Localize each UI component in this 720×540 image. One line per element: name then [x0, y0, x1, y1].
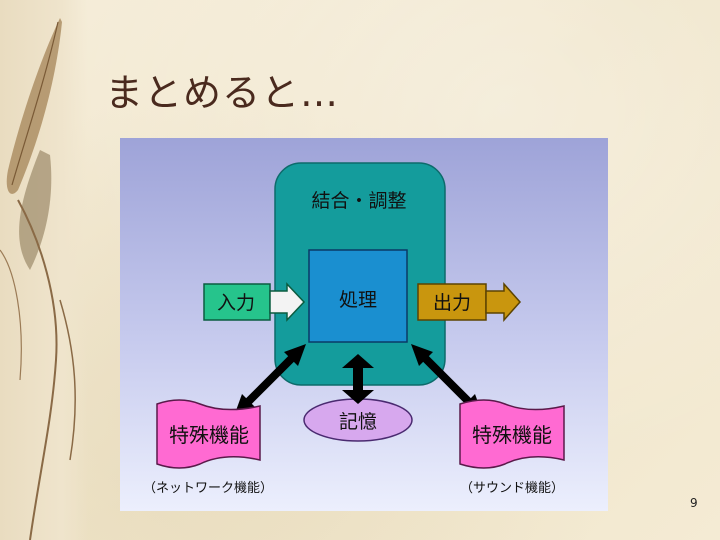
system-diagram: 結合・調整 処理 入力 出力 記憶 特殊機能 特殊機能 （ネットワーク機能） （… — [143, 162, 565, 496]
output-label: 出力 — [433, 292, 471, 314]
special-left-banner — [156, 399, 261, 469]
process-box — [308, 249, 408, 343]
memory-double-arrow — [342, 354, 374, 404]
special-left-caption: （ネットワーク機能） — [143, 481, 273, 496]
coordination-label: 結合・調整 — [311, 190, 406, 212]
input-label: 入力 — [217, 292, 255, 314]
output-box — [417, 283, 487, 321]
special-left-label: 特殊機能 — [169, 423, 249, 447]
slide-title: まとめると… — [105, 71, 340, 115]
input-box — [203, 283, 271, 321]
input-arrow-head — [269, 282, 306, 322]
dried-leaf-decoration — [0, 18, 76, 540]
special-right-label: 特殊機能 — [472, 423, 552, 447]
memory-label: 記憶 — [339, 411, 377, 433]
special-right-banner — [459, 399, 565, 469]
output-arrow-head — [485, 282, 522, 322]
special-right-caption: （サウンド機能） — [460, 481, 564, 496]
page-number: 9 — [690, 496, 698, 510]
process-label: 処理 — [339, 289, 377, 311]
